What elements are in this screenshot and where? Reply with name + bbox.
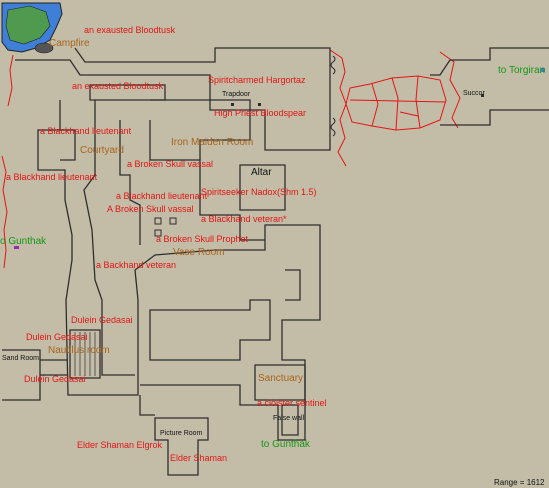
label-elder-shaman: Elder Shaman — [170, 453, 228, 463]
zone-link-left[interactable] — [14, 246, 19, 249]
label-iron-maiden: Iron Maiden Room — [171, 137, 254, 148]
label-veteran-1: a Blackhand veteran* — [201, 214, 287, 224]
label-cloister: a cloister sentinel — [257, 398, 327, 408]
label-vassal-1: a Broken Skull vassal — [127, 159, 214, 169]
zone-link-right[interactable] — [541, 68, 545, 72]
label-bloodtusk-1: an exausted Bloodtusk — [84, 25, 176, 35]
npc-markers — [231, 94, 484, 106]
label-blackhand-lt-2: a Blackhand lieutenant — [6, 172, 98, 182]
label-trapdoor: Trapdoor — [222, 91, 251, 98]
label-to-gunthak-bottom[interactable]: to Gunthak — [261, 439, 310, 450]
label-succor: Succor — [463, 90, 485, 97]
label-false-wall: False wall — [273, 415, 305, 422]
label-to-torgiran[interactable]: to Torgiran — [498, 65, 546, 76]
nautilus-stripes — [74, 332, 96, 376]
label-hargortaz: Spiritcharmed Hargortaz — [208, 75, 306, 85]
minimap-island — [1, 2, 63, 54]
label-sanctuary: Sanctuary — [258, 373, 304, 384]
label-bloodspear: High Priest Bloodspear — [214, 108, 307, 118]
label-vase-room: Vase Room — [173, 247, 225, 258]
cave-rocks — [345, 75, 447, 131]
label-dulein-3: Dulein Gedasai — [24, 374, 86, 384]
label-veteran-2: a Backhand veteran — [96, 260, 177, 270]
label-vassal-2: A Broken Skull vassal — [107, 204, 194, 214]
label-courtyard: Courtyard — [80, 145, 124, 156]
pillars — [154, 217, 177, 237]
label-bloodtusk-2: an exausted Bloodtusk — [72, 81, 164, 91]
label-dulein-1: Dulein Gedasai — [71, 315, 133, 325]
label-nadox: Spiritseeker Nadox(Shm 1.5) — [201, 187, 317, 197]
label-to-gunthak-left[interactable]: o Gunthak — [0, 236, 47, 247]
dungeon-walls — [2, 47, 549, 476]
label-campfire: Campfire — [49, 38, 90, 49]
label-sand-room: Sand Room — [2, 355, 39, 362]
range-readout: Range = 1612 — [494, 478, 545, 487]
label-dulein-2: Dulein Gedasai — [26, 332, 88, 342]
label-picture-room: Picture Room — [160, 430, 203, 437]
wavy-walls — [330, 55, 336, 137]
label-blackhand-lt-1: a Blackhand lieutenant — [40, 126, 132, 136]
label-prophet: a Broken Skull Prophet — [156, 234, 249, 244]
label-nautilus: Nautilus room — [48, 345, 110, 356]
label-elgrok: Elder Shaman Elgrok — [77, 440, 163, 450]
label-blackhand-lt-3: a Blackhand lieutenant — [116, 191, 208, 201]
label-altar: Altar — [251, 167, 272, 178]
